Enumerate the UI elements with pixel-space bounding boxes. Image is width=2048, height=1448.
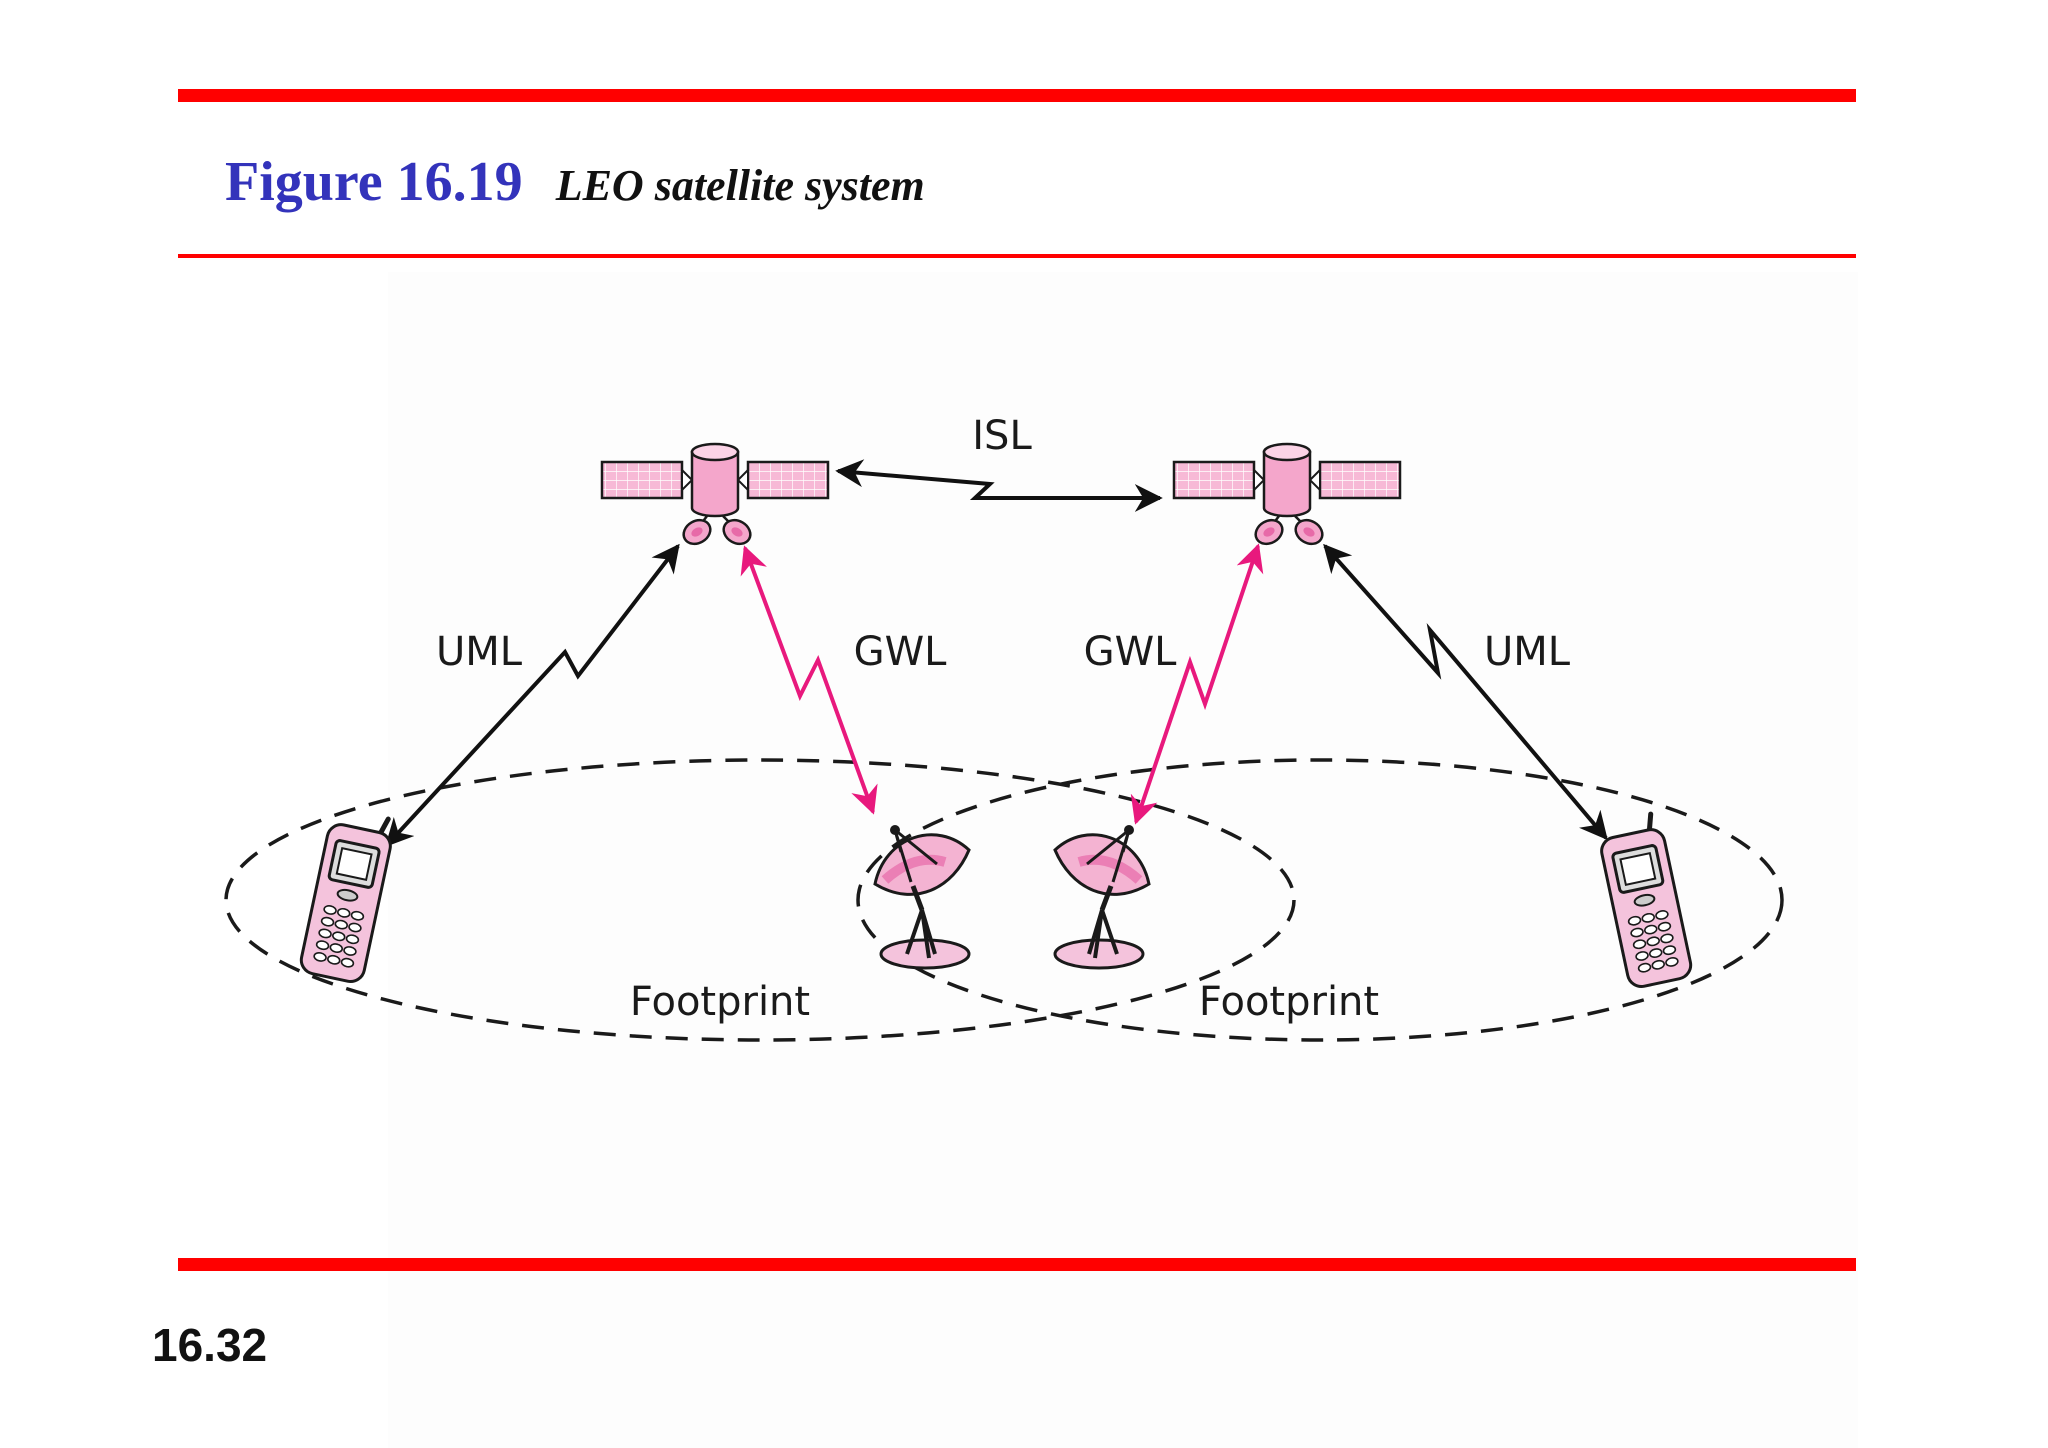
title-underline-rule [178,254,1856,258]
uml-left-label: UML [436,629,523,675]
gwl-left-link [740,545,878,815]
uml-right-label: UML [1484,629,1571,675]
figure-title: Figure 16.19 LEO satellite system [225,150,925,214]
figure-caption: LEO satellite system [555,161,925,210]
isl-link [835,459,1163,512]
ground-station-left-icon [875,825,969,968]
footprint-left-label: Footprint [630,979,810,1025]
uml-left-link [385,543,680,848]
footprint-right-label: Footprint [1199,979,1379,1025]
figure-number: Figure 16.19 [225,151,523,213]
gwl-left-label: GWL [854,629,948,675]
satellite-right-icon [1172,442,1402,550]
slide-number: 16.32 [152,1319,268,1371]
phone-right-icon [1596,812,1693,989]
uml-right-link [1323,543,1608,841]
gwl-right-label: GWL [1084,629,1178,675]
bottom-red-rule [178,1258,1856,1271]
footprint-left-boundary [224,758,1296,1042]
ground-station-right-icon [1055,825,1149,968]
footprint-right-boundary [856,758,1784,1042]
isl-label: ISL [972,413,1032,459]
satellite-left-icon [600,442,830,550]
phone-left-icon [299,807,396,984]
gwl-right-link [1130,543,1264,825]
top-red-rule [178,89,1856,102]
